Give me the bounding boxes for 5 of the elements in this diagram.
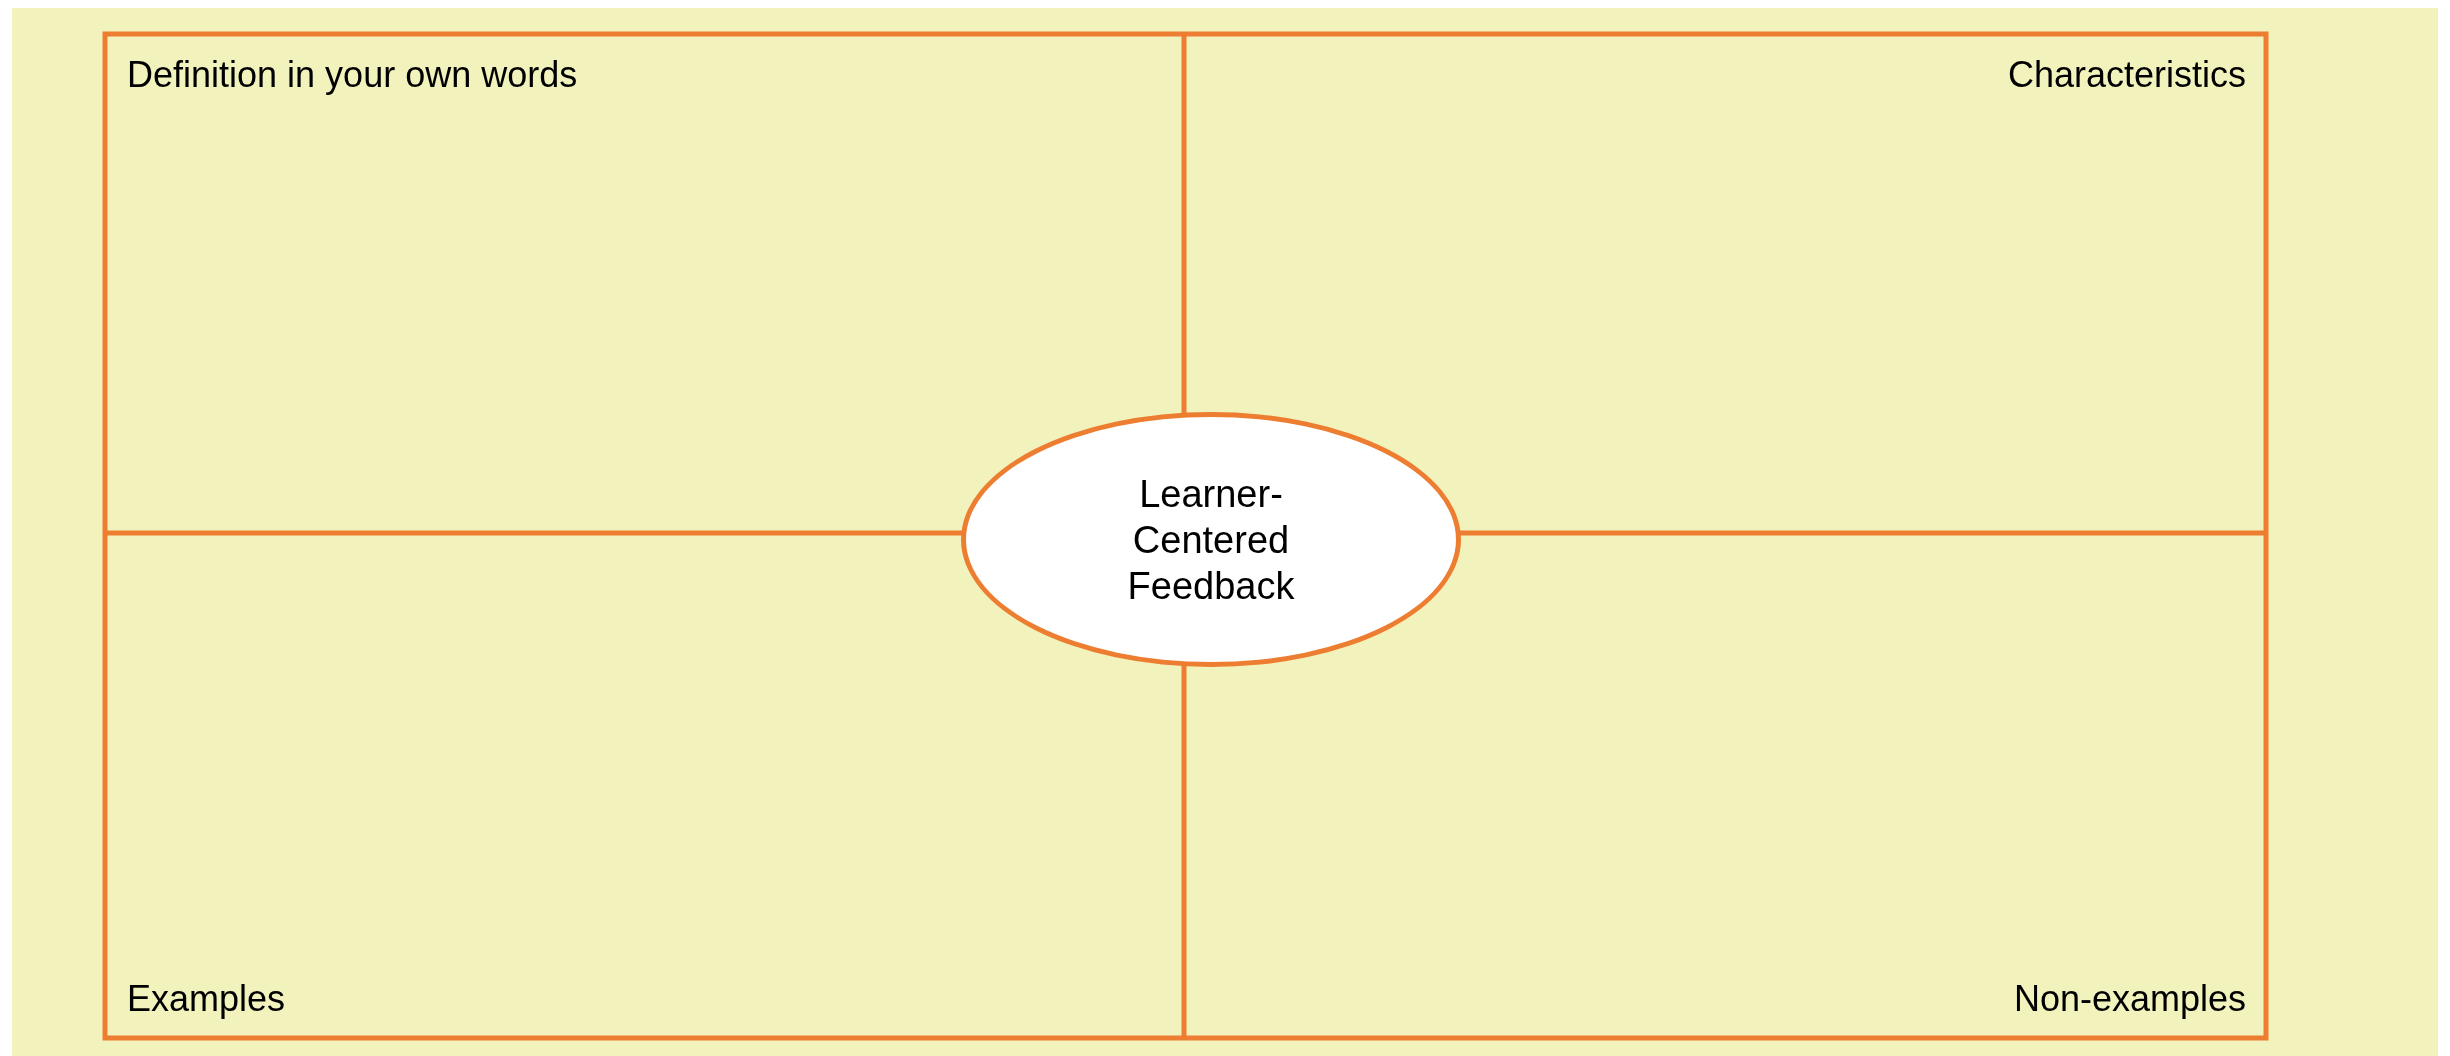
concept-label: Learner-Centered Feedback: [1126, 471, 1296, 609]
quadrant-heading: Non-examples: [2013, 978, 2246, 1020]
quadrant-heading: Definition in your own words: [127, 54, 578, 96]
quadrant-heading: Characteristics: [2007, 54, 2246, 96]
quadrant-heading: Examples: [127, 978, 286, 1020]
